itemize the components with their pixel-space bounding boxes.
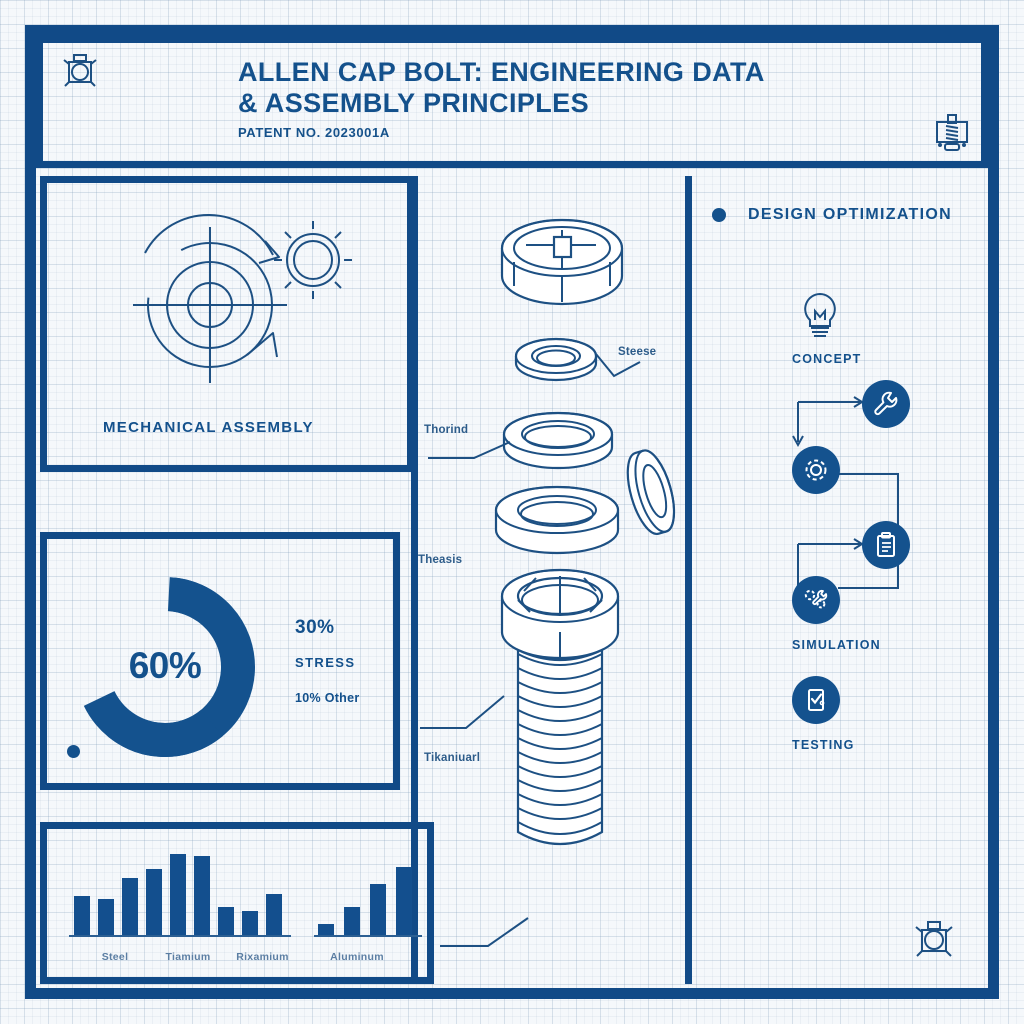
engineering-stamp-icon bbox=[62, 52, 98, 90]
bar bbox=[370, 884, 386, 935]
page-title: ALLEN CAP BOLT: ENGINEERING DATA & ASSEM… bbox=[238, 57, 878, 119]
bar-label-steel: Steel bbox=[101, 951, 129, 963]
clipboard-icon[interactable] bbox=[862, 521, 910, 569]
checklist-document-icon[interactable] bbox=[792, 676, 840, 724]
bolt-head-top-icon bbox=[500, 218, 624, 306]
donut-legend-label-1: STRESS bbox=[295, 655, 356, 670]
bar-axis-a bbox=[69, 935, 291, 937]
bar-label-aluminum: Aluminum bbox=[330, 951, 384, 963]
bar bbox=[396, 866, 412, 935]
bar-label-rixamium: Rixamium bbox=[236, 951, 289, 963]
patent-subtitle: PATENT NO. 2023001A bbox=[238, 125, 390, 140]
bolt-frame-icon bbox=[932, 112, 972, 156]
step-label-simulation: SIMULATION bbox=[792, 638, 881, 652]
wrench-icon[interactable] bbox=[862, 380, 910, 428]
callout-label-thread: Thorind bbox=[424, 424, 469, 436]
bullet-dot-icon bbox=[67, 745, 80, 758]
page-title-line1: ALLEN CAP BOLT: ENGINEERING DATA bbox=[238, 57, 765, 87]
target-crosshair-icon bbox=[133, 214, 352, 383]
donut-chart bbox=[74, 577, 255, 757]
step-label-testing: TESTING bbox=[792, 738, 855, 752]
step-label-concept: CONCEPT bbox=[792, 352, 862, 366]
bar bbox=[344, 907, 360, 935]
bar bbox=[218, 907, 234, 935]
bar bbox=[122, 877, 138, 935]
column-divider-left bbox=[411, 176, 418, 984]
bar bbox=[146, 868, 162, 935]
callout-label-threads: Theasis bbox=[418, 554, 463, 566]
callout-label-titanium: Tikaniuarl bbox=[424, 752, 481, 764]
bar bbox=[242, 911, 258, 935]
blueprint-frame bbox=[25, 25, 999, 999]
gear-icon bbox=[274, 221, 352, 299]
bar bbox=[98, 899, 114, 935]
donut-legend-value-2: 10% Other bbox=[295, 691, 360, 705]
exploded-bolt-diagram: Steese Thorind Theasis Tikaniuarl bbox=[418, 176, 688, 984]
gear-settings-icon[interactable] bbox=[792, 446, 840, 494]
bar-group-a bbox=[69, 843, 291, 937]
column-divider-right bbox=[685, 176, 692, 984]
callout-label-stress: Steese bbox=[618, 346, 657, 358]
header-panel: ALLEN CAP BOLT: ENGINEERING DATA & ASSEM… bbox=[36, 36, 988, 168]
small-washer-icon bbox=[514, 337, 598, 382]
bar-chart-panel: Steel Tiamium Rixamium Aluminum bbox=[40, 822, 434, 984]
medium-washer-icon bbox=[502, 411, 614, 470]
donut-center-value: 60% bbox=[128, 645, 202, 686]
engineering-stamp-icon bbox=[914, 918, 954, 960]
bar-group-b bbox=[314, 843, 424, 937]
bar-chart bbox=[69, 843, 422, 947]
design-optimization-heading: DESIGN OPTIMIZATION bbox=[748, 206, 952, 223]
bar bbox=[266, 893, 282, 935]
bar bbox=[170, 854, 186, 935]
bar-label-titanium: Tiamium bbox=[165, 951, 211, 963]
mechanical-assembly-panel: MECHANICAL ASSEMBLY bbox=[40, 176, 414, 472]
bar bbox=[194, 855, 210, 935]
bullet-dot-icon bbox=[712, 208, 726, 222]
gears-wrench-icon[interactable] bbox=[792, 576, 840, 624]
bar-axis-b bbox=[314, 935, 422, 937]
thick-washer-icon bbox=[494, 485, 620, 555]
mechanical-assembly-caption: MECHANICAL ASSEMBLY bbox=[103, 419, 314, 436]
bar bbox=[74, 896, 90, 935]
design-optimization-panel: DESIGN OPTIMIZATION CONCEPT bbox=[692, 176, 988, 984]
tilted-washer-icon bbox=[626, 449, 676, 535]
donut-chart-panel: 60% 30% STRESS 10% Other bbox=[40, 532, 400, 790]
lightbulb-icon bbox=[804, 292, 836, 337]
donut-legend-value-1: 30% bbox=[295, 617, 335, 638]
bar bbox=[318, 923, 334, 935]
page-title-line2: & ASSEMBLY PRINCIPLES bbox=[238, 88, 589, 118]
socket-cap-bolt-icon bbox=[500, 568, 620, 846]
